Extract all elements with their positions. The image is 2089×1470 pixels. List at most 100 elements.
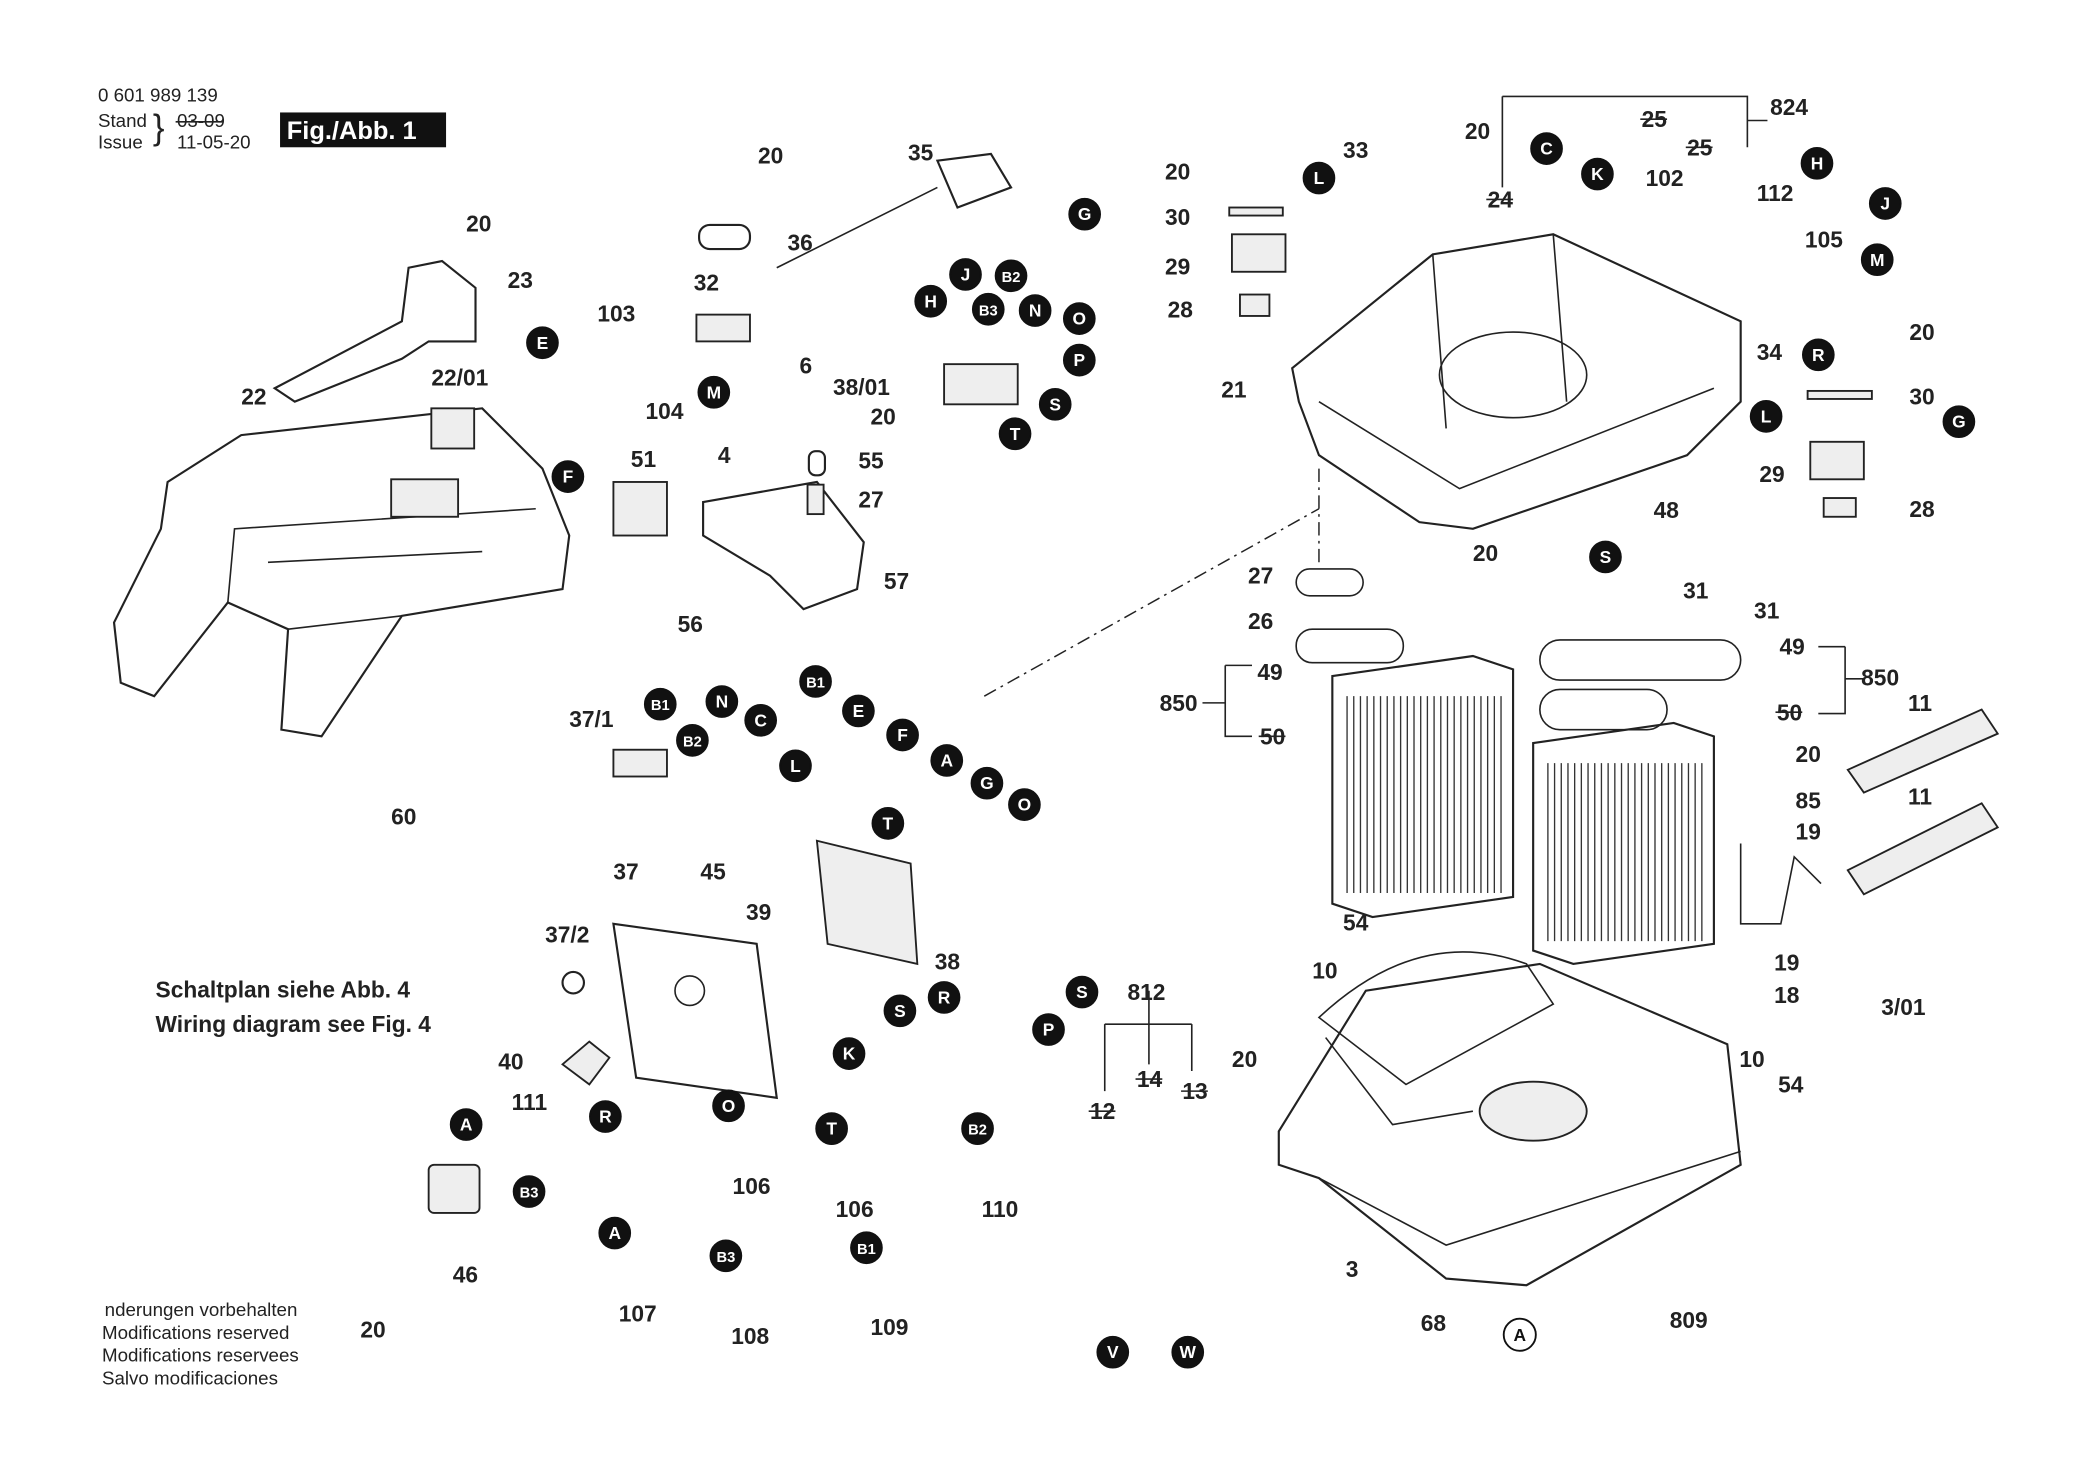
callout-T: T xyxy=(815,1112,848,1145)
callout-letter: H xyxy=(1811,153,1824,173)
callout-letter: B1 xyxy=(857,1242,876,1258)
callout-J: J xyxy=(949,258,982,291)
pcb-38-01 xyxy=(943,363,1019,406)
knob-hole xyxy=(674,975,706,1007)
callout-circle xyxy=(799,665,832,698)
callout-letter: V xyxy=(1107,1342,1119,1362)
callout-N: N xyxy=(1018,294,1052,327)
power-cable-35 xyxy=(776,186,938,269)
callout-circle xyxy=(526,326,559,360)
callout-B3: B3 xyxy=(512,1175,546,1208)
part-label-45: 45 xyxy=(700,859,726,885)
part-28-right xyxy=(1822,497,1857,518)
callout-B2: B2 xyxy=(994,259,1028,293)
callout-letter: A xyxy=(460,1115,473,1135)
part-label-10: 10 xyxy=(1312,958,1337,984)
bracket-850-left xyxy=(1202,664,1253,738)
part-label-11: 11 xyxy=(1908,690,1932,716)
callout-letter: T xyxy=(1010,424,1021,444)
bracket-850-right xyxy=(1818,645,1864,715)
part-label-28: 28 xyxy=(1168,296,1193,322)
spring-27 xyxy=(806,483,825,516)
part-label-809: 809 xyxy=(1670,1307,1708,1333)
part-label-27: 27 xyxy=(858,486,883,512)
callout-T: T xyxy=(871,807,905,840)
callout-circle xyxy=(712,1089,745,1123)
part-drawings xyxy=(112,95,2000,1287)
callout-letter: P xyxy=(1043,1020,1055,1040)
gasket-10 xyxy=(1317,951,1555,1086)
callout-letter: R xyxy=(599,1107,612,1127)
callout-circle xyxy=(914,284,948,318)
part-label-34: 34 xyxy=(1757,339,1783,365)
callout-R: R xyxy=(589,1100,622,1133)
part-label-106: 106 xyxy=(836,1196,874,1222)
callout-B1: B1 xyxy=(643,687,677,721)
callout-circle xyxy=(709,1239,743,1273)
callout-M: M xyxy=(697,375,731,409)
callout-circle xyxy=(927,981,961,1014)
part-label-20: 20 xyxy=(870,403,895,429)
part-label-37: 37 xyxy=(613,859,638,885)
part-label-20: 20 xyxy=(1796,741,1821,767)
callout-B2: B2 xyxy=(961,1112,994,1145)
callout-letter: O xyxy=(722,1096,736,1116)
callout-letter: S xyxy=(1049,394,1061,414)
label-part-22-01 xyxy=(430,407,476,450)
callout-W: W xyxy=(1171,1335,1205,1369)
part-label-31: 31 xyxy=(1754,598,1780,624)
part-label-55: 55 xyxy=(858,448,884,474)
part-30-top xyxy=(1228,206,1284,217)
part-label-38: 38 xyxy=(935,948,960,974)
callout-circle xyxy=(1868,187,1902,220)
callout-circle xyxy=(1530,132,1563,165)
callout-A: A xyxy=(1502,1317,1537,1352)
seal-49-left xyxy=(1295,568,1364,597)
callout-B1: B1 xyxy=(799,665,832,698)
part-label-26: 26 xyxy=(1248,608,1273,634)
wiring-note-de: Schaltplan siehe Abb. 4 xyxy=(156,976,411,1002)
part-label-40: 40 xyxy=(498,1049,523,1075)
part-label-20: 20 xyxy=(1473,540,1498,566)
footer-line-de: nderungen vorbehalten xyxy=(105,1299,298,1320)
callout-letter: C xyxy=(754,710,767,730)
callout-circle xyxy=(1860,243,1894,277)
callout-circle xyxy=(1008,788,1041,821)
holder-part-4 xyxy=(702,480,865,611)
part-label-102: 102 xyxy=(1646,165,1684,191)
callout-C: C xyxy=(1530,132,1563,165)
clamp-part-36 xyxy=(698,223,752,251)
part-label-6: 6 xyxy=(800,353,813,379)
callout-letter: B2 xyxy=(968,1123,987,1139)
part-label-23: 23 xyxy=(508,267,533,293)
part-label-48: 48 xyxy=(1654,497,1679,523)
callout-E: E xyxy=(842,694,875,728)
base-detail xyxy=(1318,1037,1741,1246)
callout-S: S xyxy=(1065,975,1099,1009)
callout-letter: J xyxy=(961,264,971,284)
callout-circle xyxy=(1801,338,1835,372)
part-label-3-01: 3/01 xyxy=(1881,994,1926,1020)
callout-letter: E xyxy=(537,333,549,353)
callout-S: S xyxy=(1038,387,1072,421)
callout-letter: G xyxy=(1952,412,1966,432)
housing-top-21 xyxy=(1291,233,1742,530)
part-label-4: 4 xyxy=(718,442,731,468)
part-46 xyxy=(427,1163,481,1214)
filter-850-right xyxy=(1532,721,1715,966)
callout-T: T xyxy=(998,417,1032,451)
callout-letter: O xyxy=(1018,795,1032,815)
part-29-right xyxy=(1809,440,1865,481)
callout-circle xyxy=(1800,146,1834,180)
callout-circle xyxy=(886,718,919,752)
part-label-60: 60 xyxy=(391,804,416,830)
part-label-57: 57 xyxy=(884,568,909,594)
part-label-850: 850 xyxy=(1861,664,1899,690)
part-label-3: 3 xyxy=(1346,1256,1359,1282)
callout-letter: K xyxy=(1591,164,1604,184)
callout-P: P xyxy=(1062,343,1096,377)
part-label-19: 19 xyxy=(1796,818,1821,844)
